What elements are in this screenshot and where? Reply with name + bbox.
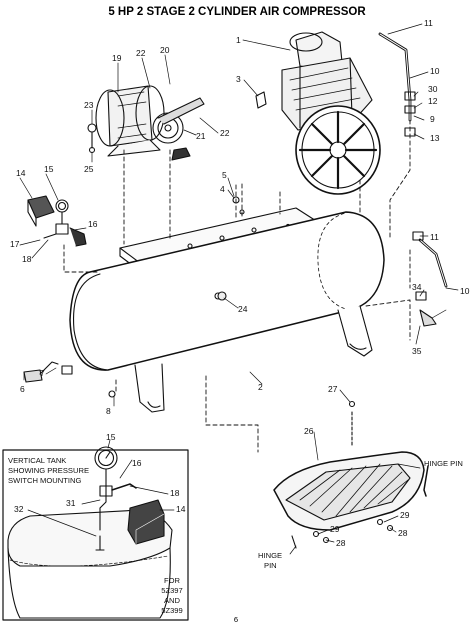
callout-32: 32 bbox=[14, 504, 24, 514]
discharge-tubes bbox=[378, 32, 448, 327]
callout-18b: 18 bbox=[170, 488, 180, 498]
inset-model-1: 5Z397 bbox=[161, 586, 183, 595]
callout-30: 30 bbox=[428, 84, 438, 94]
callout-9: 9 bbox=[430, 114, 435, 124]
callout-29b: 29 bbox=[400, 510, 410, 520]
callout-35: 35 bbox=[412, 346, 422, 356]
callout-1: 1 bbox=[236, 35, 241, 45]
inset-for: FOR bbox=[164, 576, 181, 585]
vertical-tank-illustration bbox=[7, 446, 173, 619]
callout-27: 27 bbox=[328, 384, 338, 394]
callout-31: 31 bbox=[66, 498, 76, 508]
hinge-left-label: HINGE bbox=[258, 551, 282, 560]
callout-18: 18 bbox=[22, 254, 32, 264]
callout-7: 7 bbox=[40, 368, 45, 378]
assembly-lines bbox=[63, 119, 411, 453]
callout-14b: 14 bbox=[176, 504, 186, 514]
callout-5: 5 bbox=[222, 170, 227, 180]
inset-text: VERTICAL TANK SHOWING PRESSURE SWITCH MO… bbox=[8, 456, 183, 615]
callout-11: 11 bbox=[424, 18, 433, 28]
tank-fittings bbox=[23, 91, 267, 398]
callout-15b: 15 bbox=[106, 432, 116, 442]
inset-model-2: 5Z399 bbox=[161, 606, 183, 615]
electric-motor bbox=[87, 85, 205, 161]
callout-10b: 10 bbox=[460, 286, 470, 296]
pin-left-label: PIN bbox=[264, 561, 277, 570]
callout-16: 16 bbox=[88, 219, 98, 229]
callout-6: 6 bbox=[20, 384, 25, 394]
callout-21: 21 bbox=[196, 131, 206, 141]
callout-26: 26 bbox=[304, 426, 314, 436]
callout-4: 4 bbox=[220, 184, 225, 194]
callout-2: 2 bbox=[258, 382, 263, 392]
callout-16b: 16 bbox=[132, 458, 142, 468]
callout-22: 22 bbox=[136, 48, 146, 58]
callout-25: 25 bbox=[84, 164, 94, 174]
callout-3: 3 bbox=[236, 74, 241, 84]
callout-19: 19 bbox=[112, 53, 122, 63]
callout-24: 24 bbox=[238, 304, 248, 314]
hinge-pin-labels: HINGE PIN HINGE PIN bbox=[258, 459, 463, 570]
callout-28: 28 bbox=[336, 538, 346, 548]
page-number: 6 bbox=[234, 615, 238, 624]
pressure-switch-assembly bbox=[27, 195, 87, 247]
inset-line-1: VERTICAL TANK bbox=[8, 456, 66, 465]
inset-line-3: SWITCH MOUNTING bbox=[8, 476, 81, 485]
inset-line-2: SHOWING PRESSURE bbox=[8, 466, 89, 475]
belt-guard bbox=[273, 400, 429, 549]
callout-13: 13 bbox=[430, 133, 440, 143]
callout-8: 8 bbox=[106, 406, 111, 416]
callout-34: 34 bbox=[412, 282, 422, 292]
callout-14: 14 bbox=[16, 168, 26, 178]
callout-28b: 28 bbox=[398, 528, 408, 538]
callout-22b: 22 bbox=[220, 128, 230, 138]
callout-29: 29 bbox=[330, 524, 340, 534]
diagram-title: 5 HP 2 STAGE 2 CYLINDER AIR COMPRESSOR bbox=[108, 6, 366, 18]
callout-15: 15 bbox=[44, 164, 54, 174]
callout-12: 12 bbox=[428, 96, 438, 106]
callout-numbers: 1 3 19 22 20 21 22 23 25 11 10 30 12 9 1… bbox=[10, 18, 470, 548]
callout-11b: 11 bbox=[430, 232, 439, 242]
callout-23: 23 bbox=[84, 100, 94, 110]
hinge-pin-right-label: HINGE PIN bbox=[424, 459, 463, 468]
callout-leaders bbox=[19, 23, 459, 555]
flywheel bbox=[295, 105, 381, 195]
callout-17: 17 bbox=[10, 239, 20, 249]
callout-20: 20 bbox=[160, 45, 170, 55]
horizontal-air-tank bbox=[69, 211, 385, 413]
inset-and: AND bbox=[164, 596, 181, 605]
callout-10: 10 bbox=[430, 66, 440, 76]
